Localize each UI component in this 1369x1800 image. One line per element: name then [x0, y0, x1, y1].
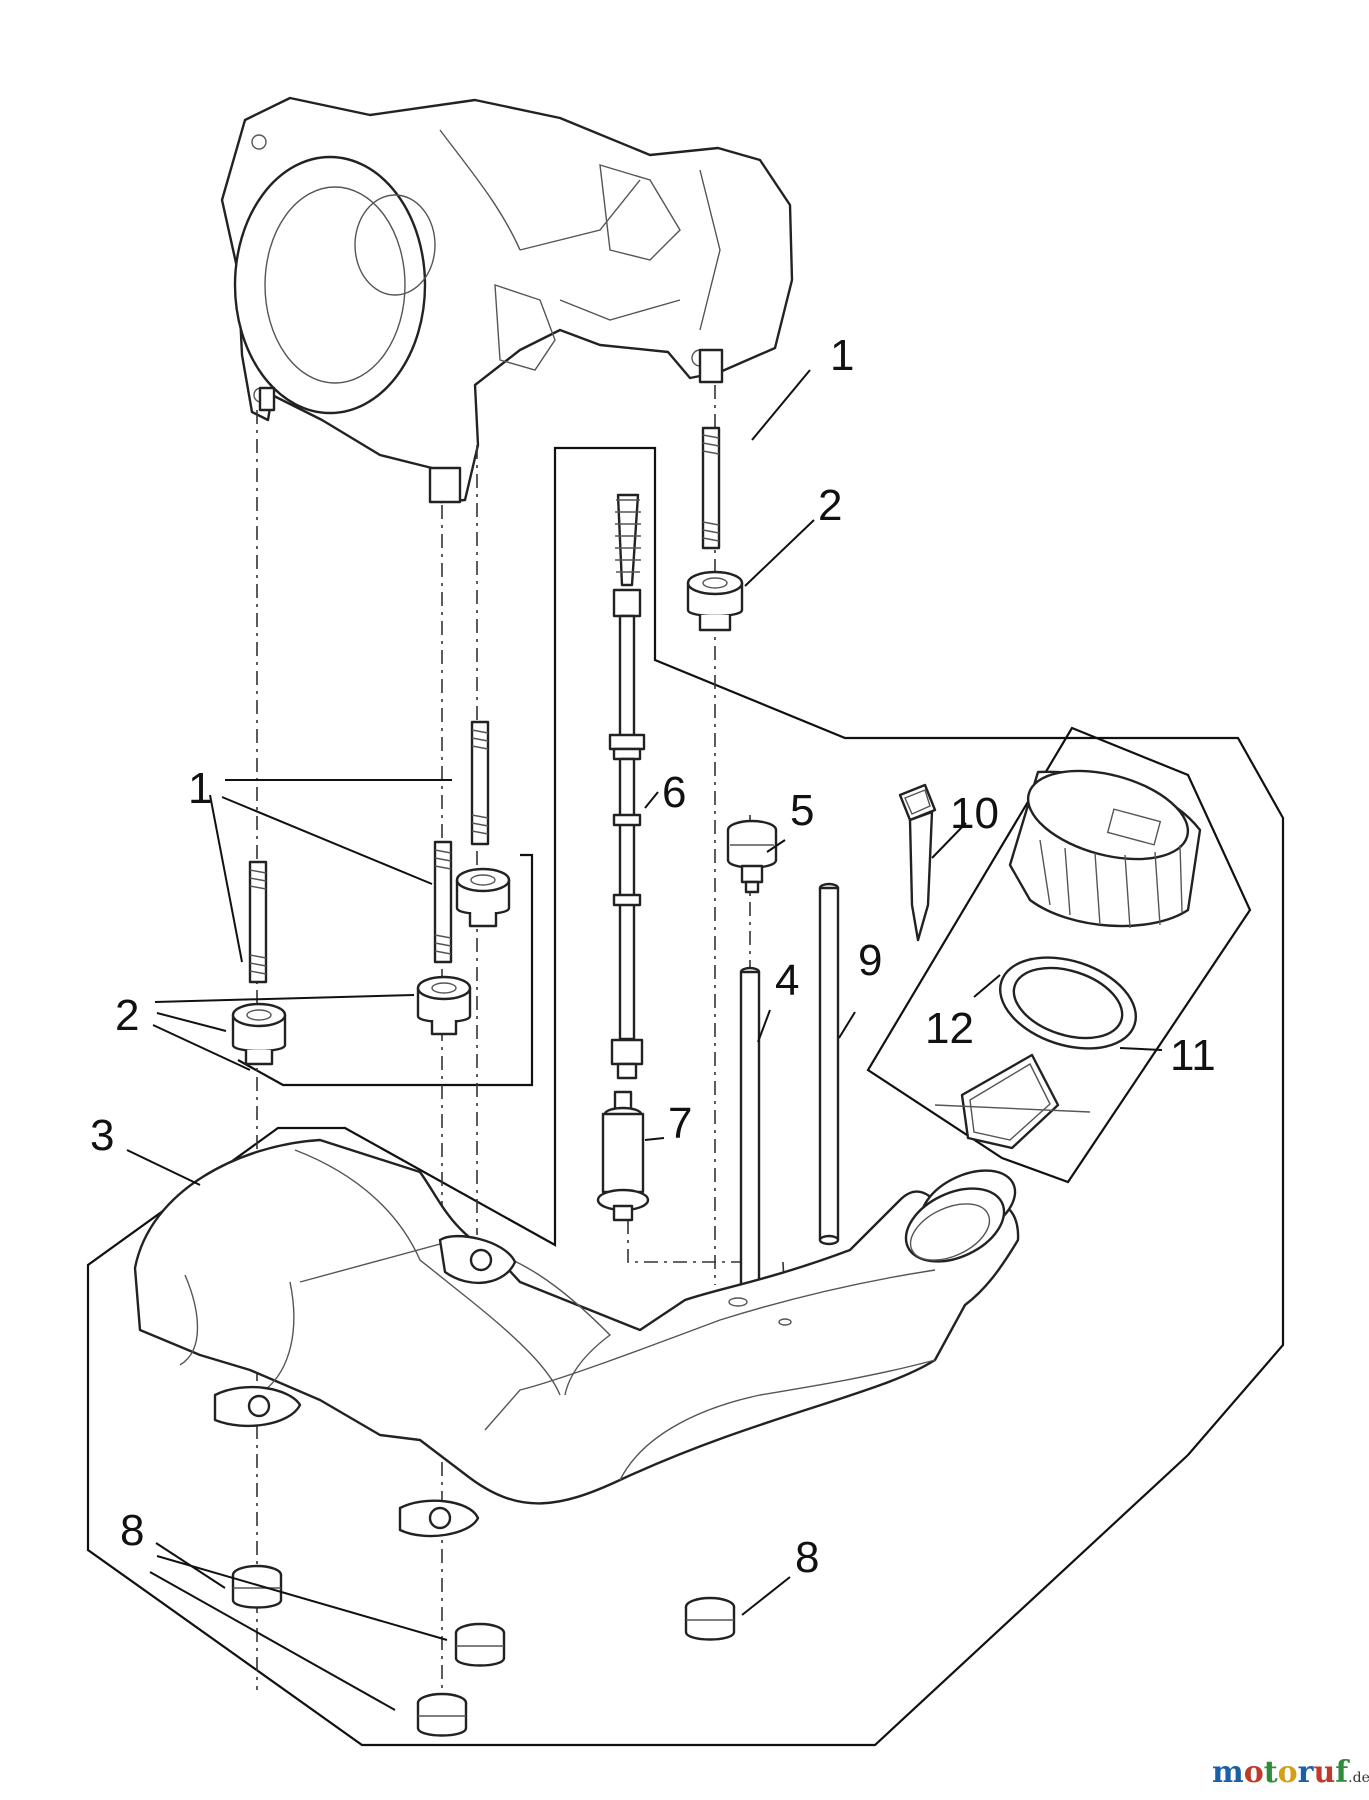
leader-lines: [126, 369, 1163, 1711]
fuel-filter-part-7: [596, 1090, 650, 1222]
spacer-part-2-left: [231, 1002, 287, 1066]
watermark-letter: o: [1277, 1755, 1298, 1790]
callout-2-top: 2: [818, 481, 842, 530]
callout-5: 5: [790, 786, 814, 835]
watermark-letter: t: [1263, 1755, 1278, 1790]
watermark-letter: m: [1212, 1755, 1244, 1790]
grommet-part-8-c: [416, 1692, 468, 1737]
watermark-logo: motoruf.de: [1212, 1755, 1369, 1790]
stud-part-1-right: [701, 426, 721, 550]
grommet-part-8-a: [231, 1564, 283, 1609]
callout-1-top: 1: [830, 331, 854, 380]
callout-6: 6: [662, 768, 686, 817]
callout-2-left: 2: [115, 991, 139, 1040]
spacer-part-2-upper: [455, 867, 511, 928]
grommet-part-8-b: [454, 1622, 506, 1667]
fuel-line-part-6: [608, 493, 646, 1080]
fuel-cap-part-11: [1008, 769, 1202, 929]
callout-10: 10: [950, 789, 999, 838]
gasket-part-12: [998, 956, 1138, 1050]
spacer-part-2-right: [686, 570, 744, 632]
callout-8-right: 8: [795, 1533, 819, 1582]
spacer-part-2-middle: [416, 975, 472, 1036]
watermark-letter: r: [1297, 1755, 1314, 1790]
callout-8-left: 8: [120, 1506, 144, 1555]
vent-tube-part-4: [739, 966, 761, 1293]
stud-part-1-left: [248, 860, 268, 984]
callouts: 1 1 2 2 3 4 5 6 7 8 8 9 10 11 12: [90, 331, 1216, 1582]
callout-3: 3: [90, 1111, 114, 1160]
callout-7: 7: [668, 1099, 692, 1148]
cap-strap: [934, 1053, 1091, 1150]
group-outline-grommets-bracket: [237, 853, 534, 1087]
group-outline-main: [86, 446, 1285, 1747]
stud-part-1-middle: [433, 840, 453, 964]
callout-11: 11: [1170, 1031, 1216, 1080]
vent-tube-part-9: [818, 882, 840, 1246]
stud-part-1-upper: [470, 720, 490, 846]
vent-valve-part-5: [726, 819, 778, 894]
group-outline-fuel-cap: [866, 726, 1252, 1184]
grommet-part-8-d: [684, 1596, 736, 1641]
watermark-letter: o: [1243, 1755, 1264, 1790]
callout-1-left: 1: [188, 764, 212, 813]
cable-tie-part-10: [898, 783, 937, 942]
watermark-letter: f: [1335, 1755, 1349, 1790]
watermark-letter: u: [1313, 1755, 1336, 1790]
engine-crankcase: [220, 96, 794, 504]
callout-9: 9: [858, 936, 882, 985]
watermark-tld: .de: [1348, 1770, 1369, 1786]
callout-4: 4: [775, 956, 799, 1005]
watermark-brand: motoruf: [1212, 1755, 1348, 1790]
fuel-tank-part-3: [133, 1138, 1020, 1538]
callout-12: 12: [925, 1004, 974, 1053]
